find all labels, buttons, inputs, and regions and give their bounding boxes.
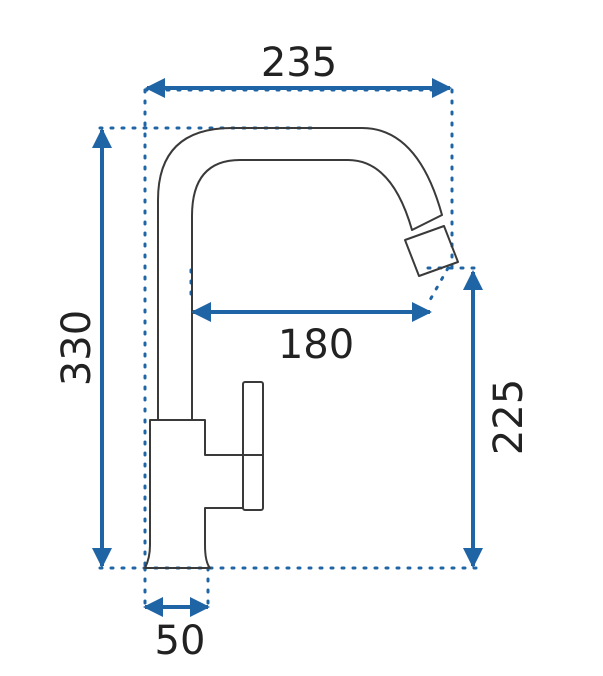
label-base-width: 50 xyxy=(155,618,206,664)
label-spout-height: 225 xyxy=(486,379,532,455)
label-total-width: 235 xyxy=(261,40,337,86)
dimension-labels: 235 180 330 225 50 xyxy=(54,40,532,664)
faucet-spout-body xyxy=(157,127,443,420)
label-total-height: 330 xyxy=(54,310,100,386)
aerator-nozzle xyxy=(404,225,459,277)
label-spout-reach: 180 xyxy=(278,322,354,368)
faucet-base xyxy=(144,419,244,569)
lever-handle xyxy=(242,381,264,511)
faucet-outline xyxy=(144,127,459,569)
guide-aerator-drop xyxy=(428,266,450,302)
dimension-arrows xyxy=(92,78,483,617)
